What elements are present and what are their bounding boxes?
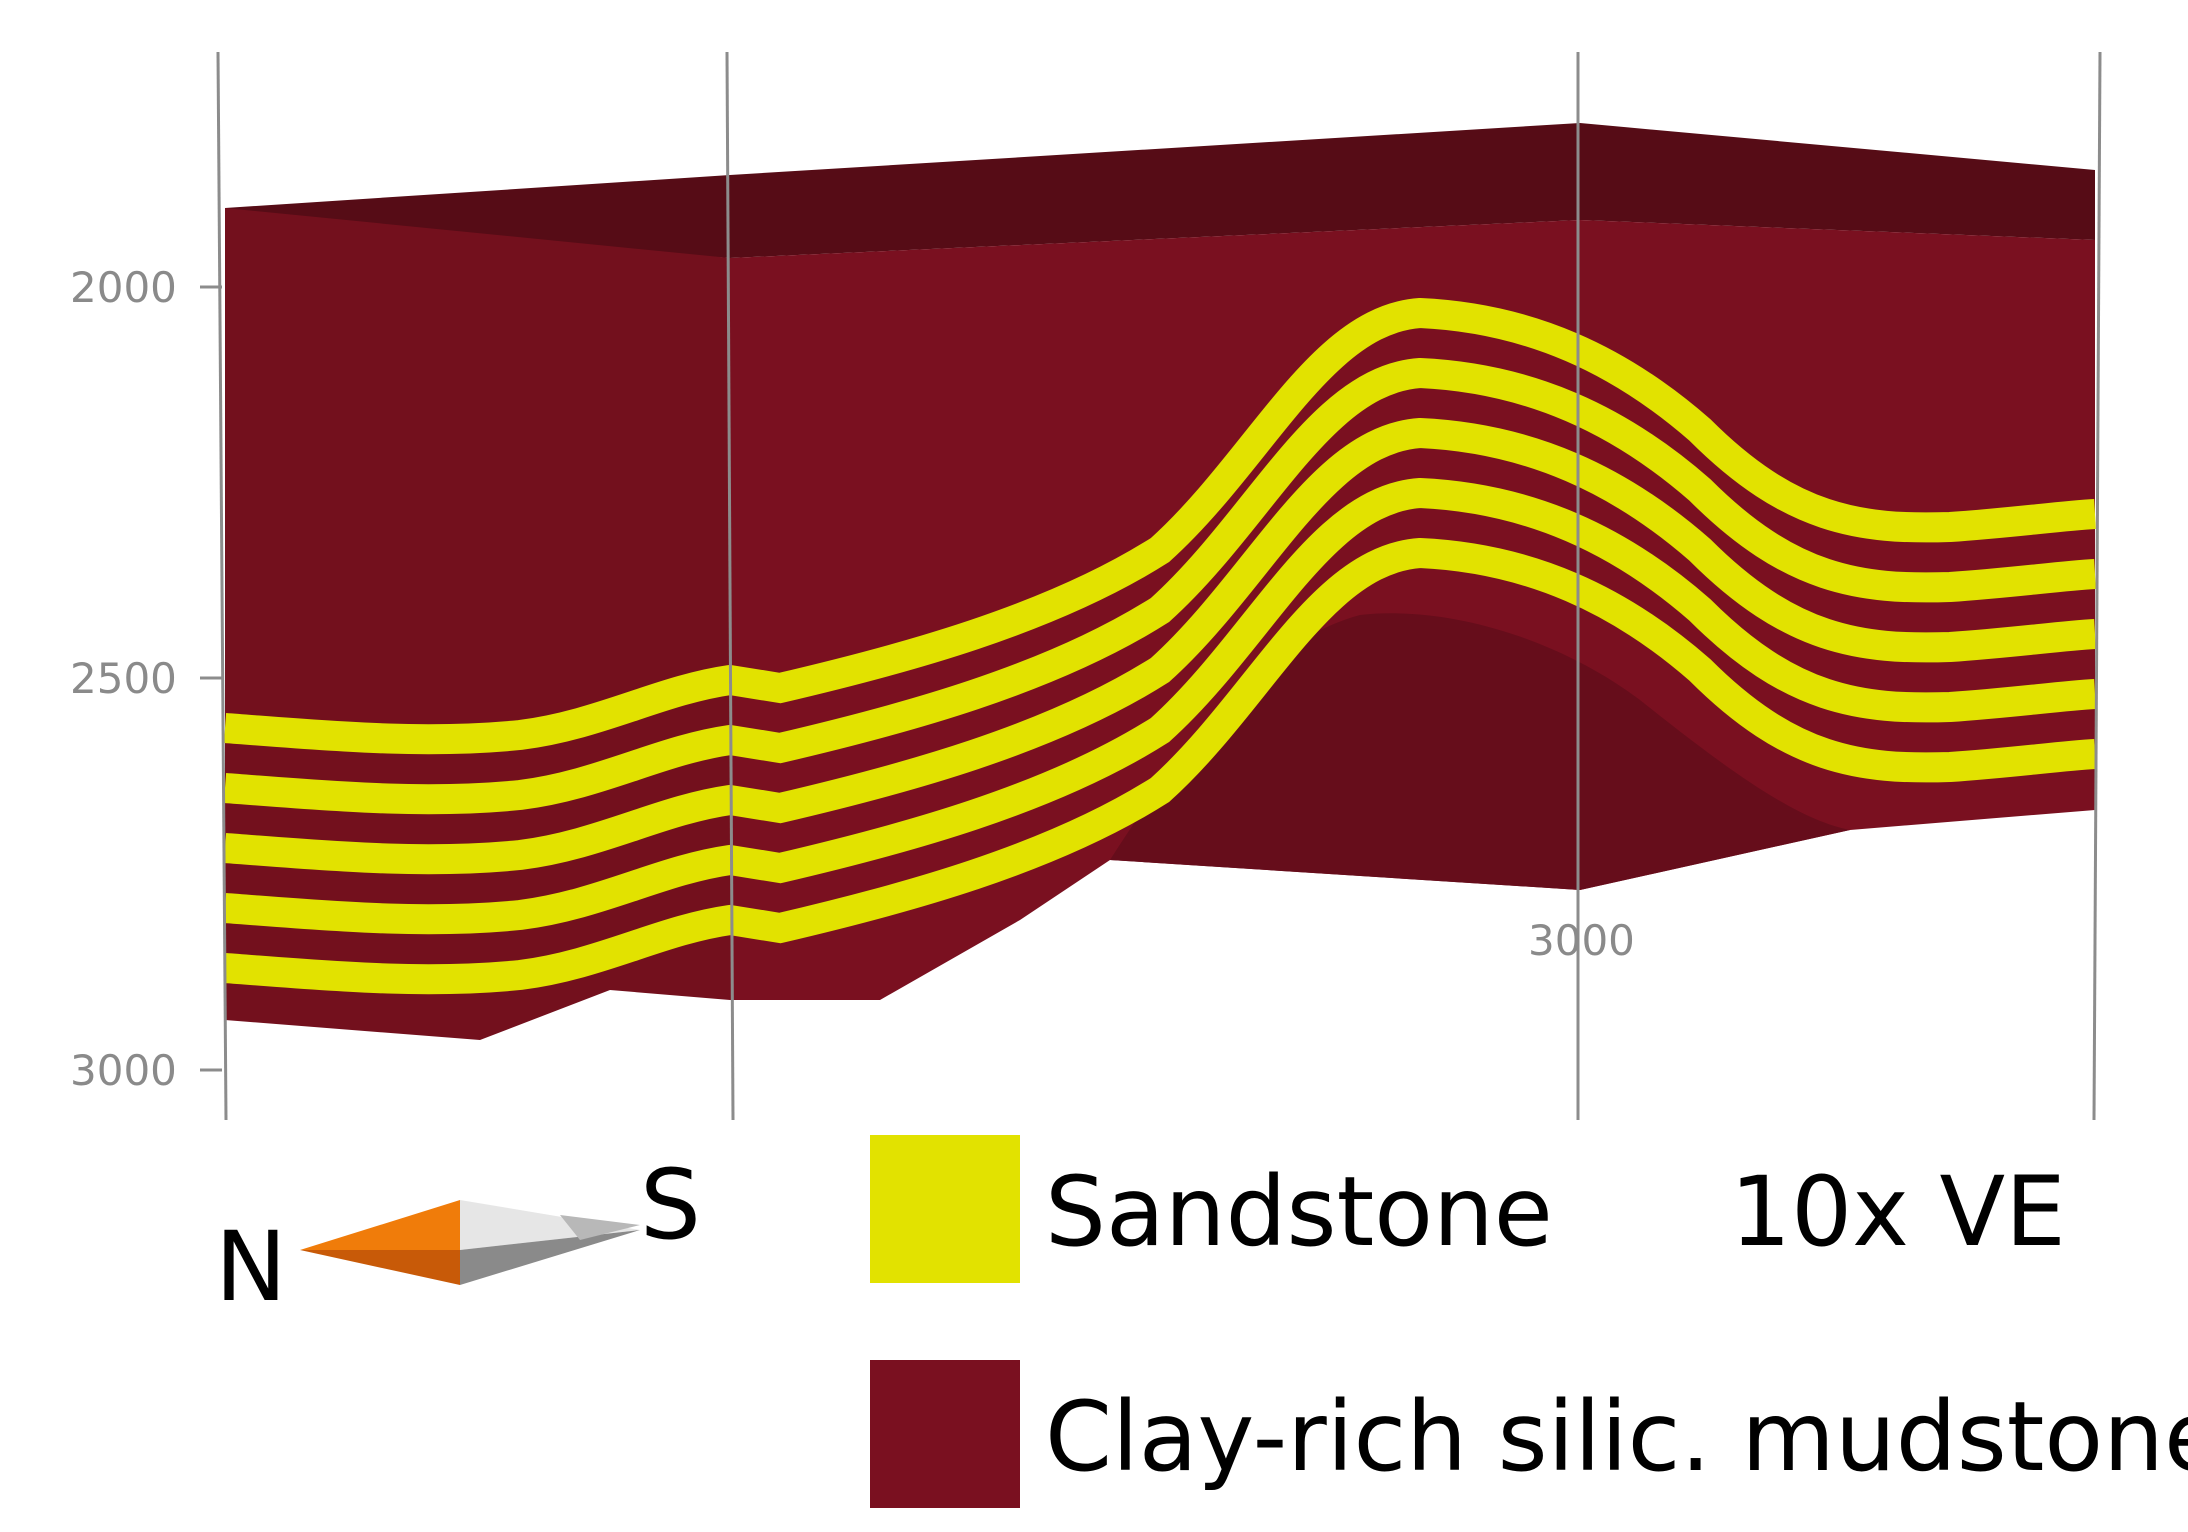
sandstone-bed-3	[223, 417, 2096, 875]
depth-axis	[200, 285, 222, 1072]
legend-label-sandstone: Sandstone	[1045, 1156, 1553, 1268]
legend-label-mudstone: Clay-rich silic. mudstone	[1045, 1381, 2188, 1493]
gridline-1	[216, 51, 228, 1121]
vertical-exaggeration-label: 10x VE	[1730, 1156, 2066, 1268]
sandstone-bed-5	[223, 537, 2096, 995]
horizontal-label-3000: 3000	[1528, 916, 1635, 965]
sandstone-bed-2	[223, 357, 2096, 815]
legend-swatch-sandstone	[870, 1135, 1020, 1283]
gridline-2	[725, 51, 735, 1121]
legend-swatch-mudstone	[870, 1360, 1020, 1508]
gridlines	[216, 51, 2102, 1121]
compass-south-label: S	[640, 1149, 701, 1261]
gridline-4	[2092, 51, 2102, 1121]
legend: Sandstone Clay-rich silic. mudstone	[870, 1135, 2188, 1508]
sandstone-beds	[223, 297, 2096, 995]
depth-label-2500: 2500	[70, 654, 177, 703]
sandstone-bed-1	[223, 297, 2096, 755]
depth-label-2000: 2000	[70, 263, 177, 312]
anticline-core	[1110, 613, 1850, 890]
sandstone-bed-4	[223, 477, 2096, 935]
block-top-face	[225, 123, 2095, 258]
compass-north-label: N	[215, 1211, 287, 1323]
depth-label-3000: 3000	[70, 1046, 177, 1095]
compass-icon	[300, 1200, 640, 1285]
